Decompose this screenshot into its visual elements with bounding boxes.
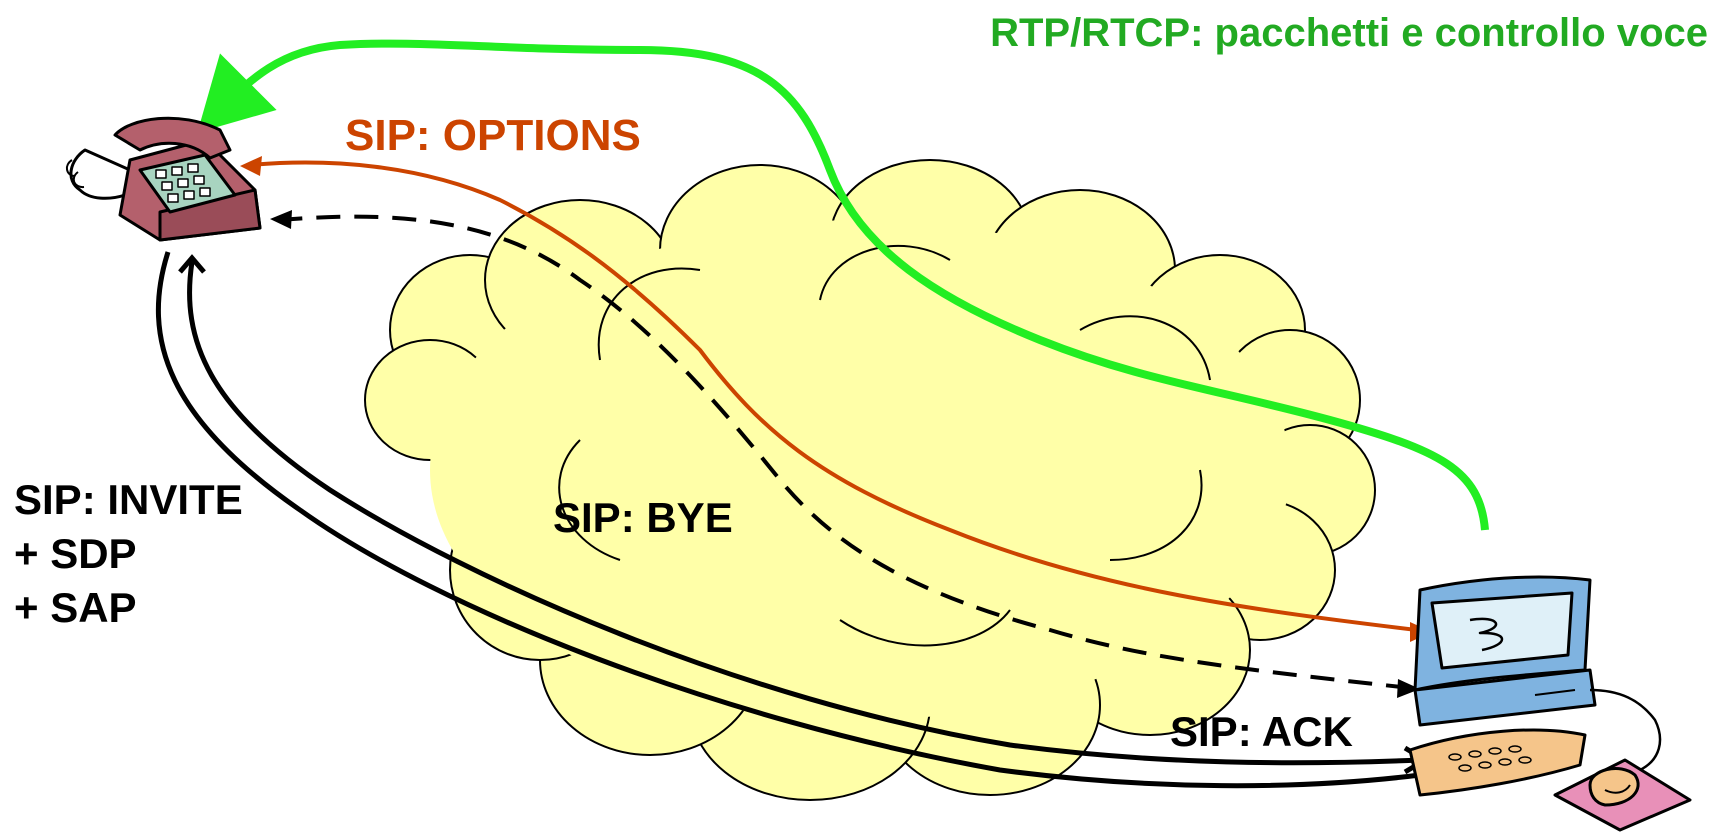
sip-ack-label: SIP: ACK [1170,708,1353,755]
sip-ack-line [187,261,1421,766]
sip-invite-label-line3: + SAP [14,584,137,631]
sip-invite-line [155,251,1421,789]
sip-options-label: SIP: OPTIONS [345,111,641,160]
sip-options-arrow [249,160,1426,633]
desktop-computer-icon [1408,575,1692,832]
sip-bye-label: SIP: BYE [553,494,733,541]
sip-bye-arrowhead-computer [1397,679,1420,698]
sip-options-arrowhead-phone [240,156,262,176]
network-cloud-icon [364,159,1376,801]
sip-invite-label-line1: SIP: INVITE [14,476,243,523]
sip-bye-arrowhead-phone [270,210,292,229]
rtp-rtcp-label: RTP/RTCP: pacchetti e controllo voce [990,11,1708,55]
rtp-rtcp-arrow [197,39,1489,531]
sip-bye-arrow [279,214,1411,690]
sip-invite-label-line2: + SDP [14,530,137,577]
telephone-icon [66,116,262,242]
invite-arrowhead-phone [178,254,206,274]
